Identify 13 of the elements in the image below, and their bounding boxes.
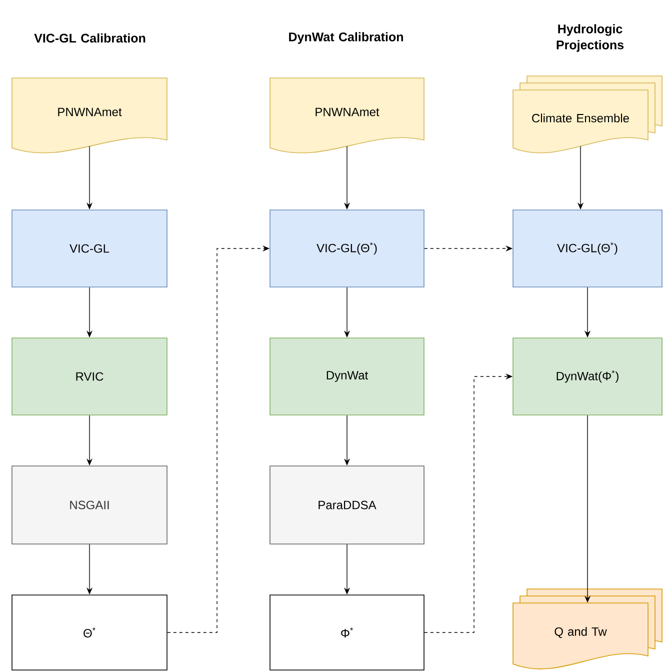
- result-box: Φ$^{*}$: [270, 594, 424, 670]
- process-box: ParaDDSA: [270, 466, 424, 544]
- process-box: DynWat: [270, 338, 424, 416]
- process-box: VIC-GL: [12, 210, 168, 288]
- result-box: Θ$^{*}$: [12, 594, 168, 670]
- process-box: DynWat(Φ$^{*}$): [512, 338, 662, 416]
- column-title: VIC-GL Calibration: [34, 33, 146, 43]
- process-box: VIC-GL(Θ$^{*}$): [270, 210, 424, 288]
- process-box: NSGAII: [12, 466, 168, 544]
- column-title: DynWat Calibration: [289, 32, 403, 44]
- column-title: Hydrologic Projections: [556, 24, 624, 52]
- process-box: VIC-GL(Θ$^{*}$): [512, 210, 662, 288]
- process-box: RVIC: [12, 338, 168, 416]
